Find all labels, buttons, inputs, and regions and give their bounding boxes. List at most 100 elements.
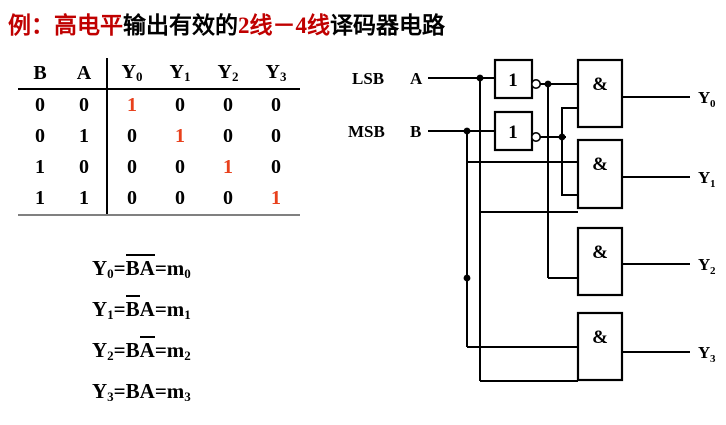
inverter-gate-a bbox=[493, 58, 534, 100]
output-label-y2-sub: 2 bbox=[710, 265, 716, 277]
equation-rhs-subscript: 3 bbox=[184, 389, 191, 404]
table-cell-output: 1 bbox=[127, 94, 137, 116]
output-label-y0-sub: 0 bbox=[710, 98, 716, 110]
and-gate-y3 bbox=[576, 311, 624, 382]
and-gate-y3-label: & bbox=[592, 327, 608, 348]
table-cell-input: 1 bbox=[62, 121, 108, 152]
term-negated: B bbox=[125, 254, 140, 280]
equation-rhs-subscript: 2 bbox=[184, 348, 191, 363]
header-subscript: 0 bbox=[135, 69, 143, 84]
junction-dot-a bbox=[476, 74, 484, 82]
term-plain: B bbox=[125, 338, 140, 362]
equation-rhs-subscript: 0 bbox=[184, 266, 191, 281]
and-gate-y0-label: & bbox=[592, 74, 608, 95]
input-signal-b: B bbox=[410, 122, 421, 141]
table-cell-output: 0 bbox=[271, 156, 281, 178]
header-subscript: 1 bbox=[183, 69, 191, 84]
table-header-output-1: Y1 bbox=[156, 58, 204, 90]
table-cell-input: 0 bbox=[62, 152, 108, 183]
and-gate-y1-label: & bbox=[592, 154, 608, 175]
junction-dot-b bbox=[463, 127, 471, 135]
wire-bbar-to-g1 bbox=[561, 107, 578, 137]
and-gate-y2 bbox=[576, 226, 624, 297]
inverter-b-label: 1 bbox=[508, 122, 518, 143]
inverter-a-label: 1 bbox=[508, 70, 518, 91]
junction-dot-abar bbox=[544, 80, 552, 88]
equation-lhs-subscript: 3 bbox=[107, 389, 114, 404]
table-cell-output: 0 bbox=[156, 183, 204, 216]
input-tag-lsb: LSB bbox=[352, 69, 384, 88]
table-cell-output: 0 bbox=[204, 183, 252, 216]
header-subscript: 3 bbox=[279, 69, 287, 84]
term-plain: B bbox=[125, 379, 140, 403]
term-plain: A bbox=[139, 297, 155, 321]
table-cell-input: 1 bbox=[35, 156, 45, 178]
equation-lhs-subscript: 1 bbox=[107, 307, 114, 322]
table-cell-output: 0 bbox=[107, 183, 156, 216]
title-part-4: 译码器电路 bbox=[330, 13, 445, 38]
page-title: 例：高电平输出有效的2线－4线译码器电路 bbox=[8, 6, 445, 40]
inverter-a-bubble bbox=[531, 78, 542, 89]
table-cell-output: 0 bbox=[271, 94, 281, 116]
table-cell-input: 0 bbox=[62, 89, 108, 121]
table-cell-output: 0 bbox=[223, 94, 233, 116]
table-header-output-0: Y0 bbox=[107, 58, 156, 90]
equation-0: Y0=BA=m0 bbox=[92, 254, 191, 281]
title-part-0: 例： bbox=[8, 13, 54, 38]
decoder-circuit-diagram: LSB A MSB B 1 bbox=[330, 50, 726, 395]
table-cell-output: 0 bbox=[175, 94, 185, 116]
table-cell-output: 0 bbox=[271, 125, 281, 147]
table-cell-input: 1 bbox=[18, 183, 62, 216]
output-label-y3-sub: 3 bbox=[710, 353, 716, 365]
title-part-3: 2线－4线 bbox=[238, 13, 330, 38]
and-gate-y1 bbox=[576, 138, 624, 210]
table-cell-output: 0 bbox=[223, 125, 233, 147]
input-tag-msb: MSB bbox=[348, 122, 385, 141]
output-label-y2-base: Y bbox=[698, 255, 710, 274]
header-subscript: 2 bbox=[231, 69, 239, 84]
title-part-2: 输出有效的 bbox=[123, 13, 238, 38]
output-label-y3-base: Y bbox=[698, 343, 710, 362]
circuit-svg: LSB A MSB B 1 bbox=[348, 58, 716, 382]
and-gate-y0 bbox=[576, 58, 624, 129]
term-negated: A bbox=[139, 254, 155, 280]
equation-2: Y2=BA=m2 bbox=[92, 336, 191, 363]
equation-1: Y1=BA=m1 bbox=[92, 295, 191, 322]
term-negated: A bbox=[139, 336, 155, 362]
output-label-y0-base: Y bbox=[698, 88, 710, 107]
table-header-output-2: Y2 bbox=[204, 58, 252, 90]
table-header-output-3: Y3 bbox=[252, 58, 300, 90]
title-part-1: 高电平 bbox=[54, 13, 123, 38]
inverter-gate-b bbox=[493, 110, 534, 152]
table-cell-output: 0 bbox=[127, 125, 137, 147]
table-cell-output: 1 bbox=[175, 125, 185, 147]
and-gate-y2-label: & bbox=[592, 242, 608, 263]
table-cell-output: 1 bbox=[223, 156, 233, 178]
table-header-input-a: A bbox=[62, 58, 108, 90]
equation-lhs-subscript: 0 bbox=[107, 266, 114, 281]
table-cell-output: 0 bbox=[175, 156, 185, 178]
equation-rhs-subscript: 1 bbox=[184, 307, 191, 322]
term-negated: B bbox=[125, 295, 140, 321]
inverter-b-bubble bbox=[531, 132, 542, 143]
table-cell-input: 1 bbox=[62, 183, 108, 216]
wire-bbar-to-g2-lower bbox=[561, 137, 578, 196]
table-cell-output: 0 bbox=[127, 156, 137, 178]
junction-dot-b-lower bbox=[463, 274, 471, 282]
input-signal-a: A bbox=[410, 69, 423, 88]
table-cell-input: 0 bbox=[35, 125, 45, 147]
output-label-y1-sub: 1 bbox=[710, 178, 716, 190]
equation-3: Y3=BA=m3 bbox=[92, 379, 191, 404]
table-header-input-b: B bbox=[18, 58, 62, 90]
table-cell-input: 0 bbox=[35, 94, 45, 116]
